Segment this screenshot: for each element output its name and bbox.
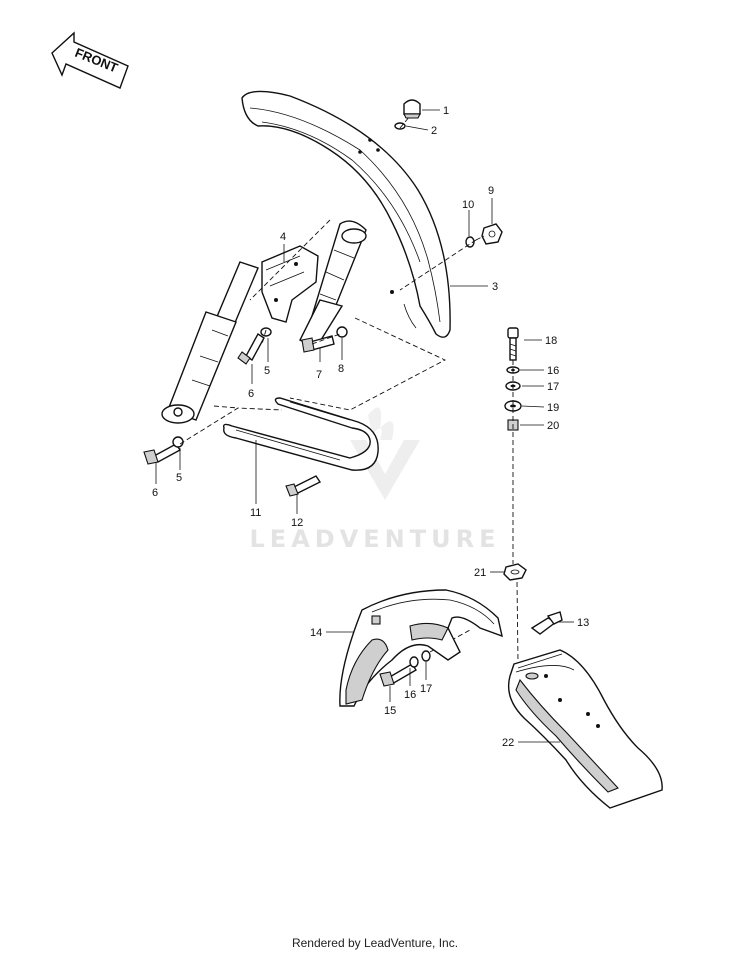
footer-credit: Rendered by LeadVenture, Inc. [291, 936, 459, 950]
callout-2: 2 [431, 125, 437, 137]
rear-fender [507, 649, 663, 809]
front-arrow-icon: FRONT [51, 31, 129, 89]
clip-13 [530, 611, 563, 635]
callout-14: 14 [310, 627, 322, 639]
callout-13: 13 [577, 617, 589, 629]
inner-rear-fender [339, 589, 503, 707]
bolt-6-lower [143, 443, 182, 465]
washer-16-inner [409, 656, 419, 668]
callout-15: 15 [384, 705, 396, 717]
assembly-lines-front [179, 115, 485, 445]
watermark: LEADVENTURE [250, 407, 501, 553]
callout-9: 9 [488, 185, 494, 197]
fender-bracket [261, 245, 319, 323]
callout-5-lower: 5 [176, 472, 182, 484]
fender-stay [222, 397, 379, 471]
cap-nut-1 [403, 99, 421, 119]
callouts: 1 2 3 4 5 5 6 6 7 8 9 10 11 12 13 14 15 … [152, 105, 589, 749]
bolt-18 [507, 327, 519, 361]
lock-washer-17-inner [421, 650, 431, 662]
callout-20: 20 [547, 420, 559, 432]
washer-5-lower [172, 436, 184, 448]
bolt-15 [379, 663, 417, 687]
callout-18: 18 [545, 335, 557, 347]
bolt-12 [285, 475, 322, 497]
callout-22: 22 [502, 737, 514, 749]
callout-11: 11 [250, 507, 261, 519]
callout-leaders [155, 109, 574, 743]
callout-4: 4 [280, 231, 286, 243]
front-fork [161, 220, 367, 424]
assembly-lines-rear [429, 360, 519, 663]
callout-5-upper: 5 [264, 365, 270, 377]
washer-2 [394, 122, 406, 130]
callout-19: 19 [547, 402, 559, 414]
bolt-7 [301, 335, 335, 353]
callout-7: 7 [316, 369, 322, 381]
watermark-text: LEADVENTURE [250, 525, 501, 553]
callout-21: 21 [474, 567, 486, 579]
callout-16-inner: 16 [404, 689, 416, 701]
callout-1: 1 [443, 105, 449, 117]
callout-3: 3 [492, 281, 498, 293]
callout-6-upper: 6 [248, 388, 254, 400]
washer-5-upper [260, 327, 272, 337]
callout-8: 8 [338, 363, 344, 375]
washer-8 [336, 326, 348, 338]
front-fender [241, 90, 451, 338]
nut-21 [503, 563, 527, 581]
callout-17-inner: 17 [420, 683, 432, 695]
callout-10: 10 [462, 199, 474, 211]
callout-17-rear: 17 [547, 381, 559, 393]
nut-9 [481, 223, 503, 245]
washer-10 [465, 236, 475, 248]
callout-16-rear: 16 [547, 365, 559, 377]
bolt-6-upper [237, 332, 265, 365]
callout-12: 12 [291, 517, 303, 529]
callout-6-lower: 6 [152, 487, 158, 499]
